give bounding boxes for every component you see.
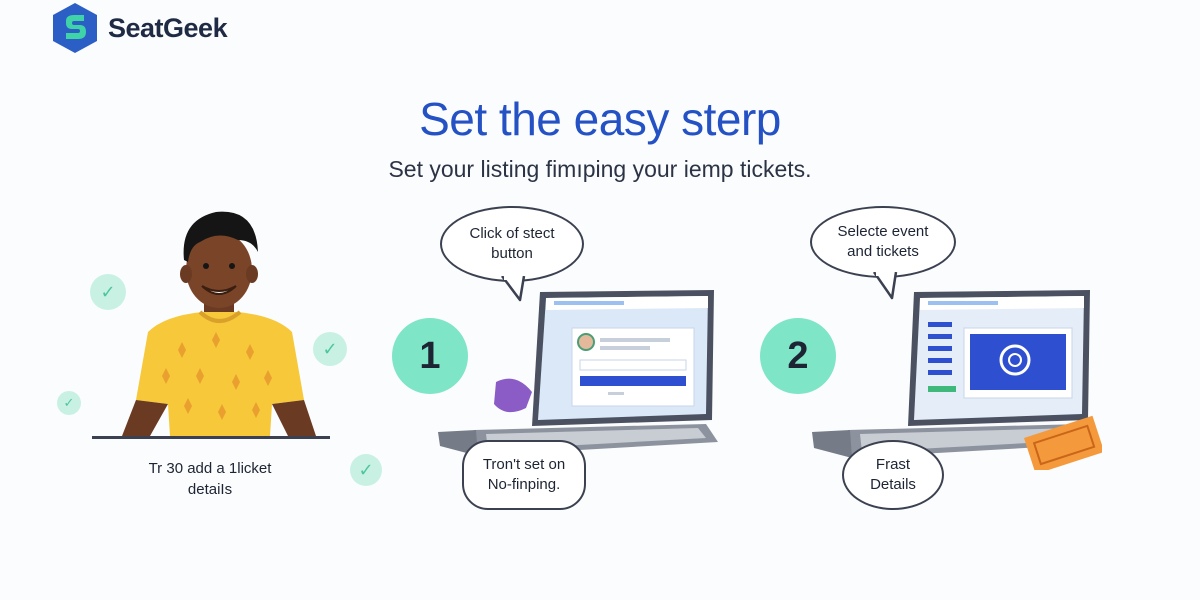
bubble-tail-icon [872, 272, 898, 300]
check-icon: ✓ [313, 332, 347, 366]
check-badge: ✓ [57, 391, 81, 415]
check-icon: ✓ [90, 274, 126, 310]
laptop-icon[interactable] [436, 288, 718, 468]
laptop-icon[interactable] [812, 288, 1102, 470]
seatgeek-logo-icon [53, 3, 97, 53]
step1-top-bubble-line2: button [491, 245, 533, 262]
check-badge: ✓ [313, 332, 347, 366]
divider [92, 436, 330, 439]
step1-number: 1 [392, 318, 468, 394]
step2-top-bubble-line2: and tickets [847, 243, 919, 260]
step2-bottom-bubble: Frast Details [842, 440, 944, 510]
brand-header: SeatGeek [50, 0, 228, 56]
person-illustration [122, 211, 316, 436]
ticket-icon [1024, 415, 1102, 470]
step2-top-bubble-line1: Selecte event [837, 223, 929, 240]
check-badge: ✓ [350, 454, 382, 486]
step2-bottom-bubble-line2: Details [870, 476, 916, 493]
check-badge: ✓ [90, 274, 126, 310]
step2-number: 2 [760, 318, 836, 394]
refresh-icon [999, 344, 1031, 376]
bubble-tail-icon [501, 276, 526, 302]
left-caption-line2: detaiIs [187, 481, 233, 498]
step2-bottom-bubble-line1: Frast [875, 456, 911, 473]
brand-name[interactable]: SeatGeek [108, 12, 228, 43]
step1-bottom-bubble: Tron't set on No-finping. [462, 440, 586, 510]
step1-bottom-bubble-line1: Tron't set on [482, 456, 566, 473]
check-icon: ✓ [350, 454, 382, 486]
check-icon: ✓ [57, 391, 81, 415]
step1-bottom-bubble-line2: No-finping. [487, 476, 561, 493]
step2-top-bubble: Selecte event and tickets [810, 206, 956, 278]
page-subtitle: Set your listing fimıping your iemp tick… [388, 156, 812, 182]
step1-top-bubble: Click of stect button [440, 206, 584, 282]
page-title: Set the easy sterp [419, 93, 781, 145]
left-caption-line1: Tr 30 add a 1licket [148, 460, 272, 477]
left-caption: Tr 30 add a 1licket detaiIs [100, 458, 320, 500]
step1-top-bubble-line1: Click of stect [469, 225, 555, 242]
